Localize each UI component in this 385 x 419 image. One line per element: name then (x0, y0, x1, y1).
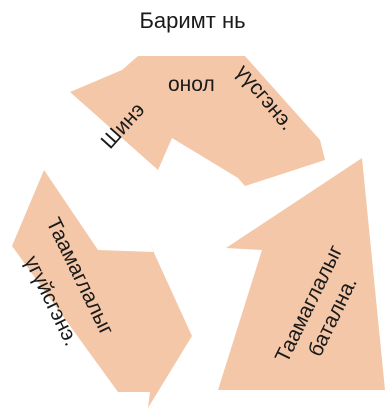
top-arrow-text-center: онол (168, 73, 215, 96)
left-arrow-shape (12, 170, 192, 408)
diagram-title: Баримт нь (139, 8, 246, 33)
right-arrow: Таамаглалыг батална. (218, 158, 385, 390)
top-arrow-shape (70, 56, 325, 186)
left-arrow: Таамаглалыг үгүйсгэнэ. (12, 170, 192, 408)
top-arrow: онол Шинэ үүсгэнэ. (70, 56, 325, 186)
right-arrow-shape (218, 158, 385, 390)
